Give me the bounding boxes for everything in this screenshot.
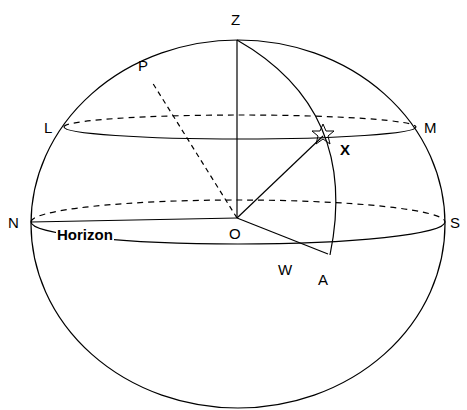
point-label: L [44, 120, 52, 135]
star-label: X [340, 142, 350, 157]
pole-label: P [138, 58, 148, 73]
point-label: M [424, 120, 437, 135]
cardinal-label: W [278, 262, 292, 277]
vertical-circle [237, 40, 336, 255]
cardinal-label: N [8, 215, 19, 230]
zenith-line [236, 40, 237, 218]
small-circle-front [64, 127, 416, 139]
point-label: A [318, 272, 328, 287]
cardinal-label: S [450, 215, 460, 230]
sphere-outline [31, 40, 445, 408]
horizon-label: Horizon [56, 227, 114, 242]
zenith-label: Z [231, 12, 240, 27]
star-symbol [312, 124, 334, 144]
center-label: O [228, 226, 242, 241]
north-line [31, 218, 237, 222]
horizon-front [31, 222, 445, 244]
star-line [237, 136, 323, 218]
azimuth-line [237, 218, 328, 254]
small-circle-back [64, 115, 416, 127]
pole-line [152, 82, 237, 218]
